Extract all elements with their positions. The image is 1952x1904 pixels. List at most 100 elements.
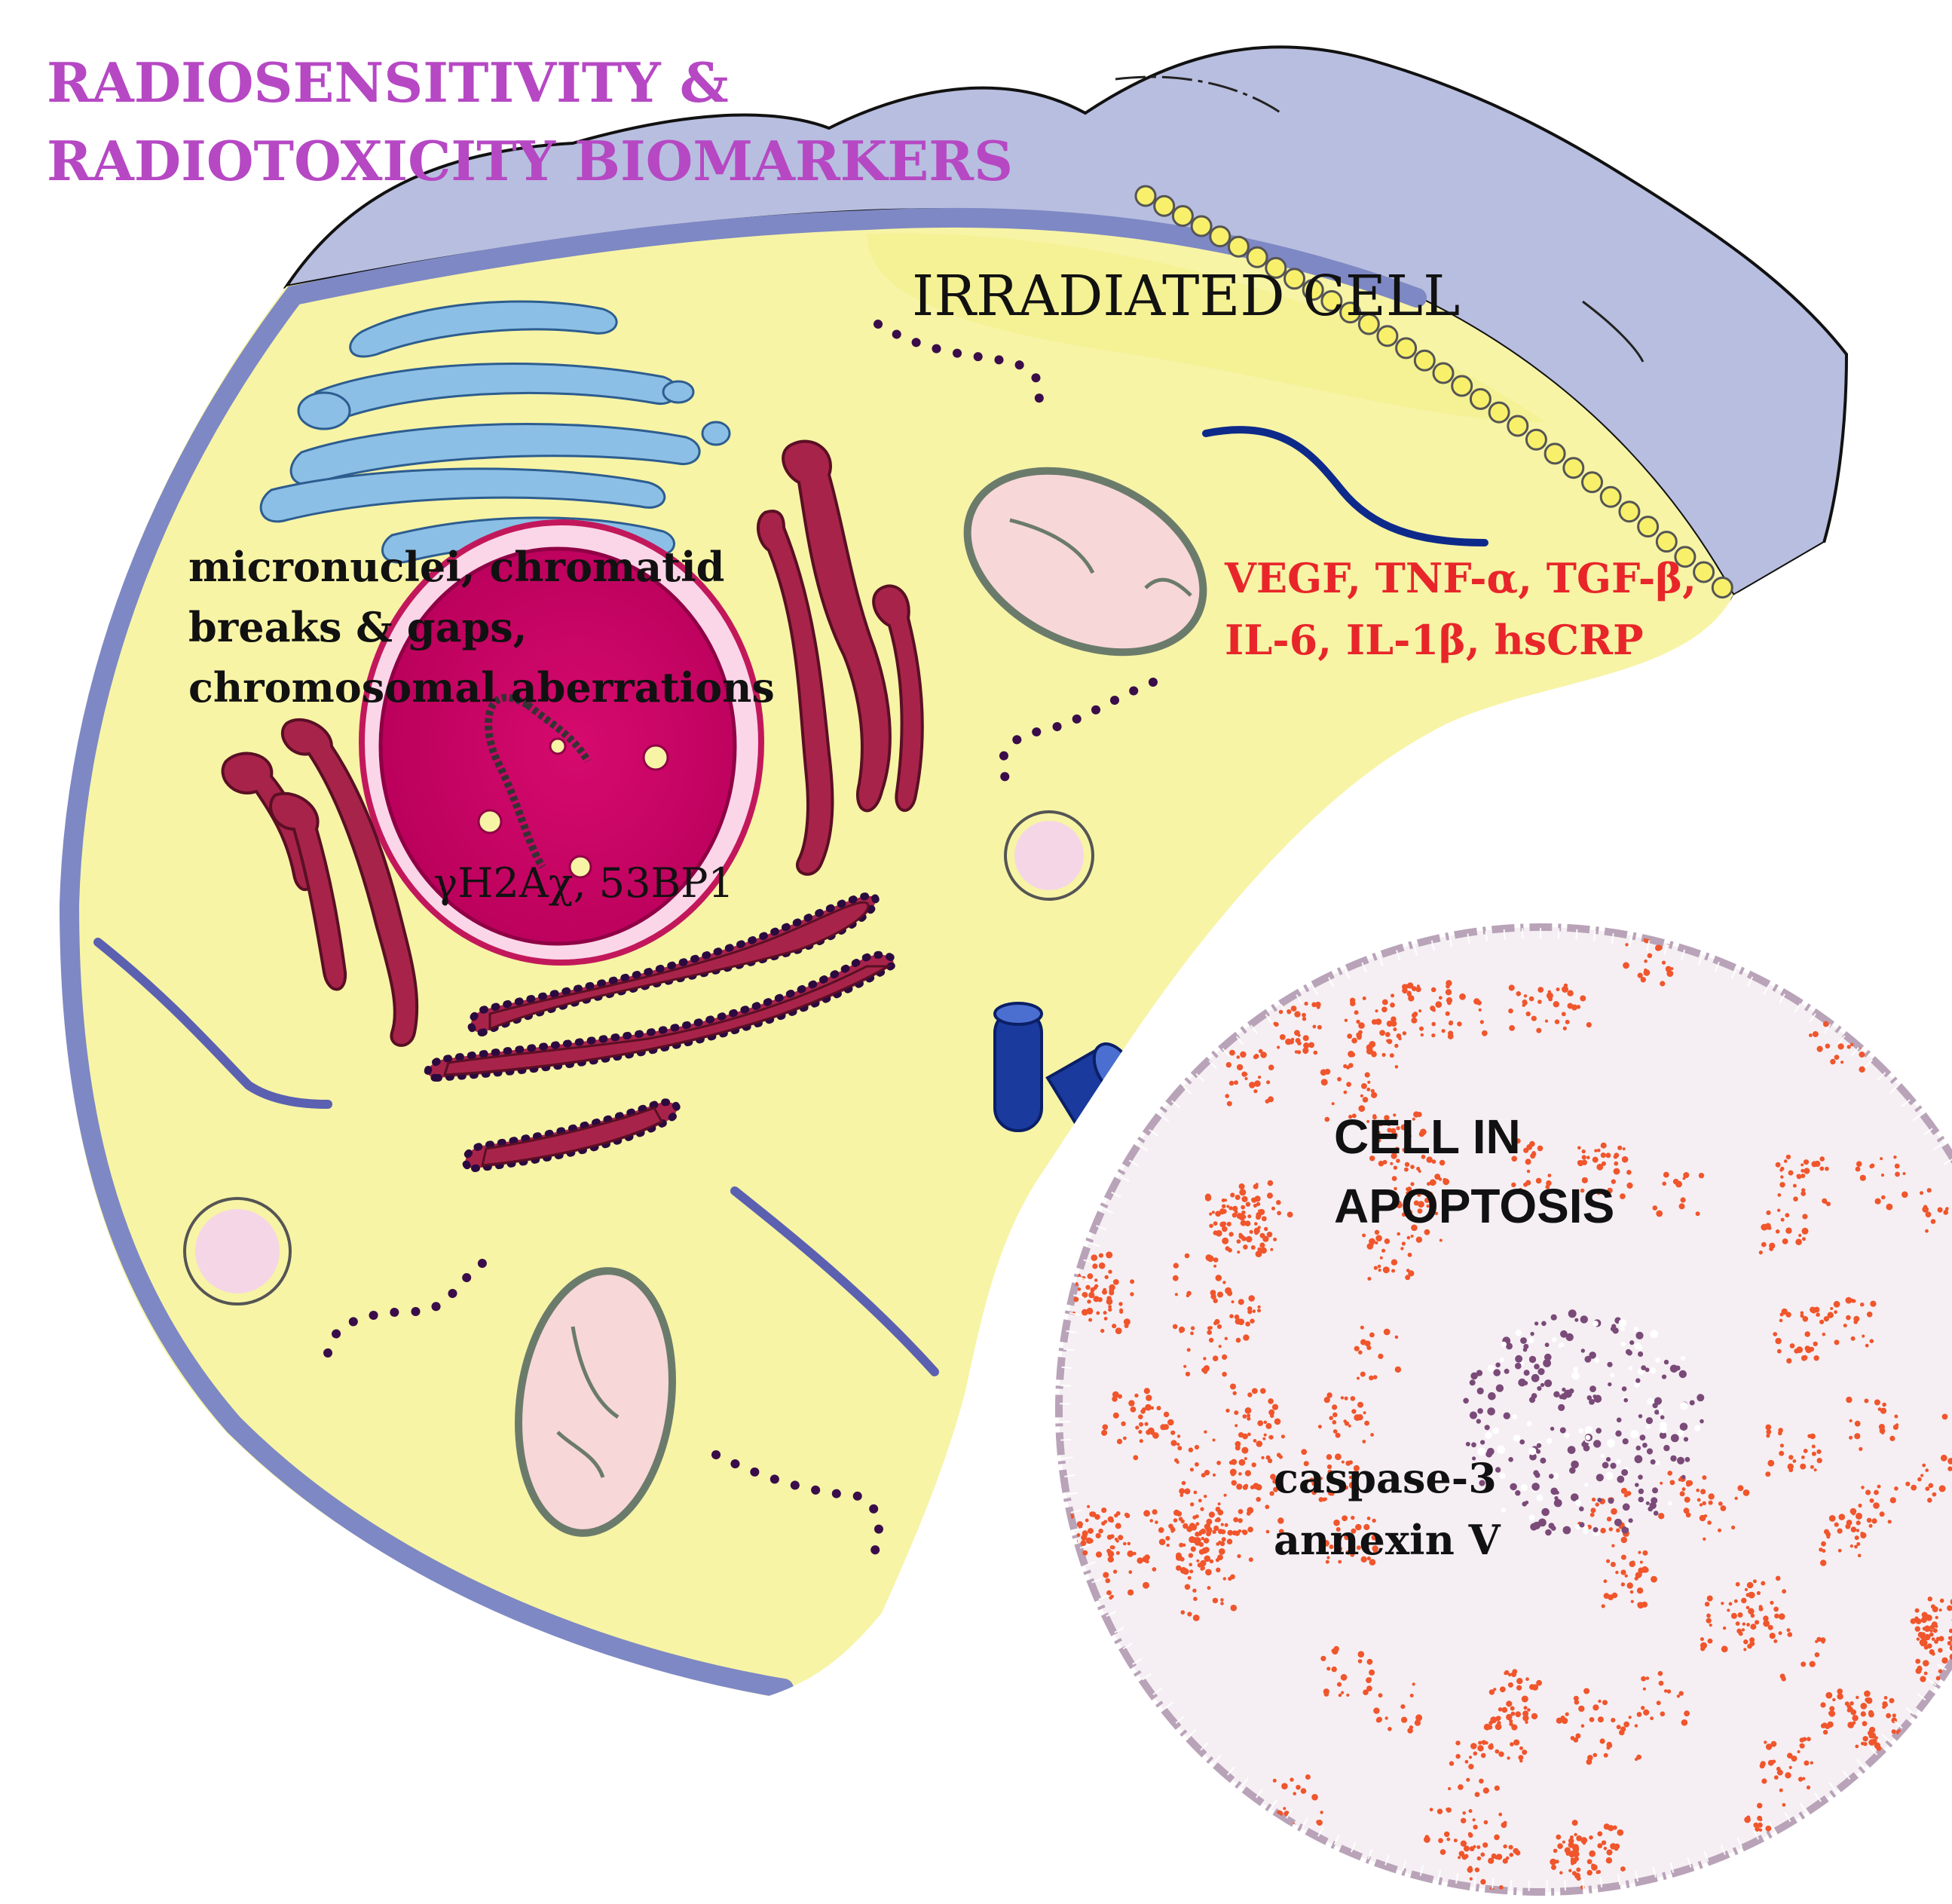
apoptotic-speckle [1780, 1175, 1783, 1178]
apoptotic-speckle [1840, 1019, 1844, 1024]
chromatin-fragment [1635, 1455, 1643, 1463]
apoptotic-speckle [1245, 1470, 1251, 1476]
apoptotic-speckle [1088, 1273, 1094, 1279]
apoptotic-speckle [1942, 1683, 1947, 1688]
apoptotic-speckle [1850, 1701, 1854, 1706]
apoptotic-speckle [1850, 1043, 1853, 1046]
apoptotic-speckle [1277, 1211, 1281, 1216]
apoptotic-speckle [1490, 1743, 1493, 1746]
chromatin-fragment [1647, 1448, 1653, 1454]
apoptotic-speckle [1795, 1238, 1802, 1245]
apoptotic-speckle [1527, 1708, 1531, 1712]
apoptotic-speckle [1250, 1230, 1253, 1234]
apoptotic-speckle [1231, 1480, 1237, 1486]
apoptotic-speckle [1602, 1841, 1606, 1845]
apoptotic-speckle [1638, 1572, 1641, 1576]
chromatin-fragment [1607, 1362, 1612, 1367]
apoptotic-speckle [1825, 1044, 1831, 1049]
apoptotic-speckle [1291, 1006, 1297, 1012]
apoptosis-marker-1: caspase-3 [1274, 1447, 1501, 1509]
apoptotic-speckle [1592, 1498, 1596, 1501]
apoptotic-speckle [1753, 1579, 1757, 1583]
apoptotic-speckle [1834, 1339, 1840, 1345]
apoptotic-speckle [1341, 1691, 1344, 1694]
apoptotic-speckle [1091, 1287, 1095, 1292]
apoptotic-speckle [1190, 1332, 1194, 1336]
apoptotic-speckle [1556, 1835, 1561, 1840]
apoptotic-speckle [1176, 1566, 1181, 1571]
apoptotic-speckle [1113, 1413, 1119, 1419]
apoptotic-speckle [1776, 1837, 1780, 1841]
apoptotic-speckle [1358, 1350, 1363, 1355]
apoptotic-speckle [1184, 1489, 1190, 1495]
apoptotic-cell [1059, 927, 1952, 1900]
apoptotic-speckle [1911, 1618, 1917, 1624]
apoptotic-speckle [1577, 1005, 1581, 1009]
chromatin-fragment [1635, 1378, 1640, 1382]
apoptotic-speckle [1948, 1636, 1952, 1640]
apoptotic-speckle [1858, 1554, 1862, 1557]
apoptotic-speckle [1109, 1288, 1114, 1293]
apoptotic-speckle [1611, 1562, 1616, 1567]
apoptotic-speckle [1354, 1346, 1360, 1351]
apoptotic-speckle [1731, 1526, 1735, 1529]
apoptotic-speckle [1659, 1681, 1664, 1686]
apoptotic-speckle [1110, 1595, 1114, 1599]
apoptotic-speckle [1516, 991, 1522, 996]
membrane-bead [1155, 196, 1174, 216]
apoptotic-speckle [1640, 1561, 1643, 1564]
apoptotic-speckle [1614, 1844, 1620, 1849]
apoptotic-speckle [1875, 1198, 1881, 1205]
apoptotic-speckle [1621, 1537, 1627, 1543]
apoptotic-speckle [1770, 1601, 1773, 1605]
apoptotic-speckle [1789, 1766, 1792, 1769]
apoptotic-speckle [1242, 1434, 1248, 1440]
apoptotic-speckle [1167, 1419, 1174, 1426]
apoptotic-speckle [1379, 1030, 1385, 1036]
apoptotic-speckle [1510, 1742, 1514, 1746]
apoptotic-speckle [1894, 1486, 1898, 1491]
apoptotic-speckle [1611, 1544, 1614, 1547]
chromatin-fragment [1564, 1433, 1569, 1438]
apoptotic-speckle [1743, 1648, 1746, 1651]
apoptotic-speckle [1290, 1777, 1293, 1781]
apoptotic-speckle [1164, 1412, 1169, 1417]
apoptotic-speckle [1440, 1849, 1446, 1855]
apoptotic-speckle [1258, 1076, 1261, 1079]
apoptotic-speckle [1829, 1515, 1836, 1522]
apoptotic-speckle [1531, 1016, 1537, 1021]
chromatin-fragment [1589, 1385, 1596, 1392]
apoptotic-speckle [1862, 1736, 1868, 1741]
chromatin-fragment [1623, 1398, 1628, 1403]
apoptotic-speckle [1439, 996, 1443, 999]
apoptotic-speckle [1793, 1196, 1798, 1201]
apoptotic-speckle [1099, 1263, 1106, 1269]
apoptotic-speckle [1210, 1290, 1216, 1296]
chromatin-fragment [1533, 1470, 1539, 1476]
apoptotic-speckle [1917, 1637, 1920, 1640]
apoptotic-speckle [1387, 1021, 1393, 1027]
apoptotic-speckle [1140, 1409, 1146, 1414]
apoptotic-speckle [1207, 1326, 1211, 1330]
membrane-bead [1601, 487, 1620, 507]
apoptotic-speckle [1462, 1811, 1466, 1815]
apoptotic-speckle [1810, 1661, 1816, 1667]
apoptotic-speckle [1488, 1721, 1493, 1725]
apoptotic-speckle [1938, 1208, 1943, 1213]
apoptotic-speckle [1816, 1312, 1820, 1317]
apoptotic-speckle [1498, 1707, 1503, 1712]
apoptotic-speckle [1149, 1519, 1153, 1523]
apoptotic-speckle [1932, 1621, 1938, 1627]
apoptotic-speckle [1686, 1512, 1691, 1517]
apoptotic-speckle [1073, 1296, 1078, 1302]
apoptotic-speckle [1807, 1786, 1810, 1789]
apoptotic-speckle [1264, 1434, 1267, 1437]
apoptotic-speckle [1244, 1077, 1247, 1080]
apoptotic-speckle [1597, 1870, 1601, 1874]
apoptotic-speckle [1637, 1712, 1642, 1717]
apoptotic-speckle [1776, 1229, 1780, 1234]
chromatin-fragment [1585, 1426, 1593, 1434]
apoptotic-speckle [1183, 1365, 1186, 1368]
apoptotic-speckle [1218, 1541, 1222, 1544]
apoptotic-speckle [1219, 1209, 1225, 1214]
